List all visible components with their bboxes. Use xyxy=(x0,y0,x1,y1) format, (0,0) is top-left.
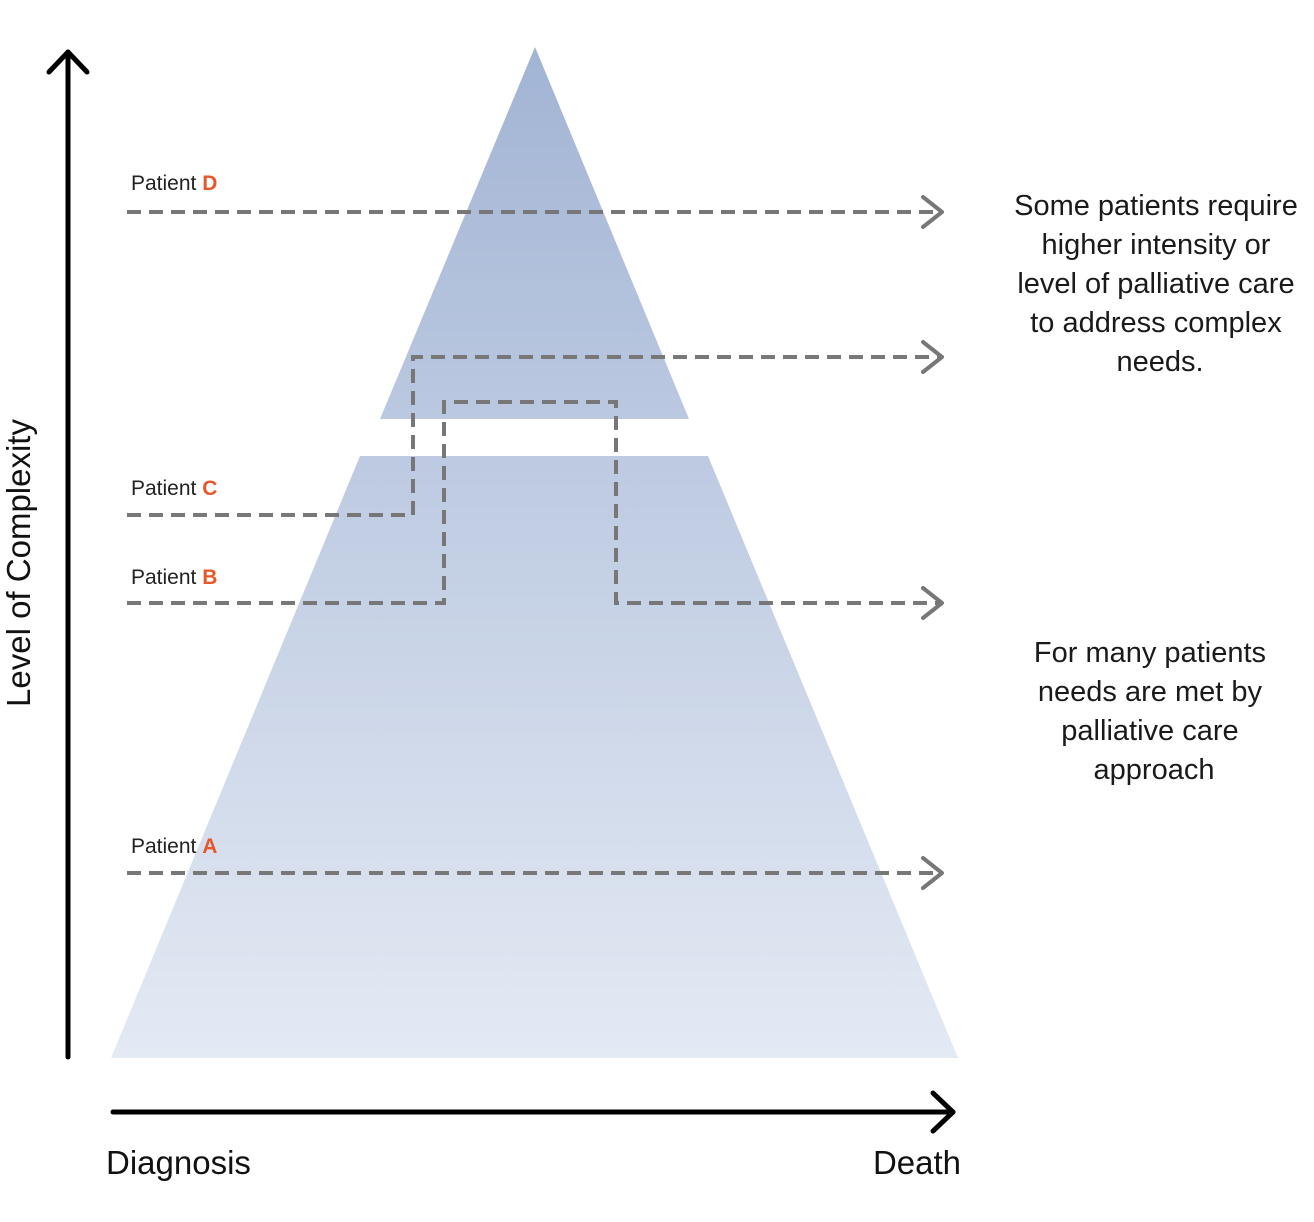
pyramid-top-section xyxy=(380,47,689,419)
lower-note-line: palliative care xyxy=(1061,715,1238,747)
patient-d-path xyxy=(127,195,944,229)
patient-a-label: Patient A xyxy=(131,835,217,858)
arrow-right-icon xyxy=(921,586,944,620)
lower-note-line: For many patients xyxy=(1034,637,1266,669)
patient-c-path xyxy=(127,340,944,517)
upper-note-line: Some patients require xyxy=(1014,190,1298,222)
upper-note-line: higher intensity or xyxy=(1042,229,1271,261)
patient-b-label: Patient B xyxy=(131,566,217,589)
x-axis-end-label: Death xyxy=(873,1144,961,1181)
arrow-right-icon xyxy=(921,195,944,229)
pyramid-bottom-section xyxy=(111,456,958,1058)
y-axis-label: Level of Complexity xyxy=(0,419,37,707)
upper-note: Some patients require higher intensity o… xyxy=(1014,190,1306,378)
lower-note-line: needs are met by xyxy=(1038,676,1263,708)
arrow-right-icon xyxy=(921,856,944,890)
lower-note-line: approach xyxy=(1094,754,1215,786)
patient-c-label: Patient C xyxy=(131,477,217,500)
y-axis xyxy=(46,49,90,1060)
x-axis xyxy=(110,1090,956,1134)
patient-b-path xyxy=(127,400,944,620)
patient-a-path xyxy=(127,856,944,890)
patient-d-label: Patient D xyxy=(131,172,217,195)
x-axis-start-label: Diagnosis xyxy=(106,1144,251,1181)
lower-note: For many patients needs are met by palli… xyxy=(1034,637,1274,786)
upper-note-line: needs. xyxy=(1116,346,1203,378)
arrow-right-icon xyxy=(921,340,944,374)
upper-note-line: level of palliative care xyxy=(1017,268,1294,300)
upper-note-line: to address complex xyxy=(1030,307,1282,339)
